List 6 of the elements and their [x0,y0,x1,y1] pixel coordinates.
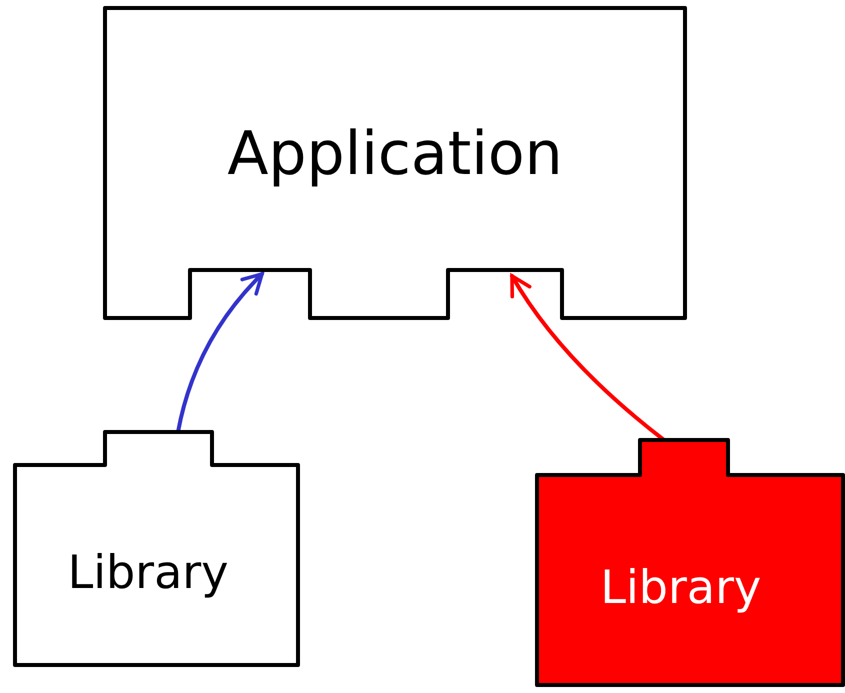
library-package [537,440,843,685]
box-label: Application [227,118,563,189]
box-label: Library [68,544,228,599]
application-box [105,8,685,318]
library-package [15,432,298,665]
box-label: Library [600,560,762,614]
